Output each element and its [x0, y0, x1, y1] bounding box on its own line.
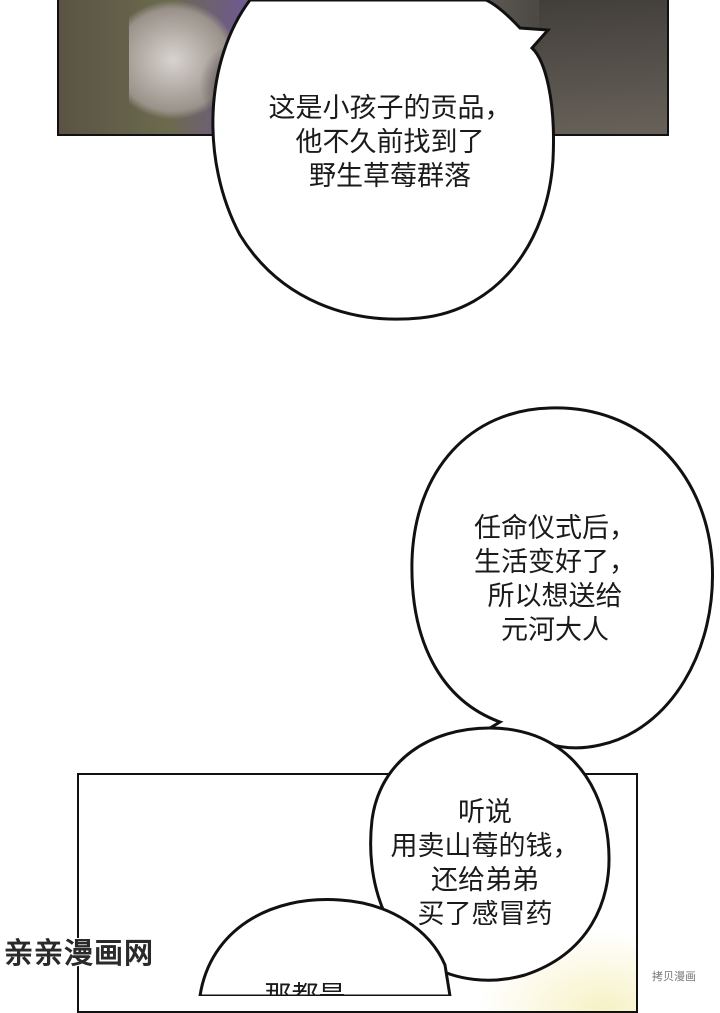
background-illustration	[539, 0, 667, 134]
bubble-3-line: 买了感冒药	[417, 899, 553, 930]
source-credit: 拷贝漫画	[652, 970, 696, 983]
bubble-1-line: 这是小孩子的贡品，	[268, 93, 512, 124]
bubble-4-text: 那都是	[260, 980, 350, 996]
bubble-4-line: 那都是	[260, 980, 350, 996]
bubble-2-text: 任命仪式后， 生活变好了， 所以想送给 元河大人	[450, 512, 660, 648]
bubble-3-line: 听说	[458, 797, 512, 828]
bubble-1-line: 野生草莓群落	[309, 161, 471, 192]
speech-bubble-3	[369, 726, 611, 982]
bubble-3-text: 听说 用卖山莓的钱， 还给弟弟 买了感冒药	[380, 796, 590, 932]
bubble-3-line: 用卖山莓的钱，	[390, 831, 580, 862]
bubble-2-line: 元河大人	[501, 615, 609, 646]
bubble-2-line: 所以想送给	[487, 581, 623, 612]
bubble-3-line: 还给弟弟	[431, 865, 539, 896]
bubble-1-line: 他不久前找到了	[295, 127, 485, 158]
speech-bubble-4	[198, 898, 452, 996]
site-watermark: 亲亲漫画网	[4, 936, 155, 970]
bubble-2-line: 生活变好了，	[474, 547, 636, 578]
bubble-2-line: 任命仪式后，	[474, 513, 636, 544]
speech-bubble-1	[211, 0, 555, 321]
bubble-1-text: 这是小孩子的贡品， 他不久前找到了 野生草莓群落	[240, 92, 540, 194]
